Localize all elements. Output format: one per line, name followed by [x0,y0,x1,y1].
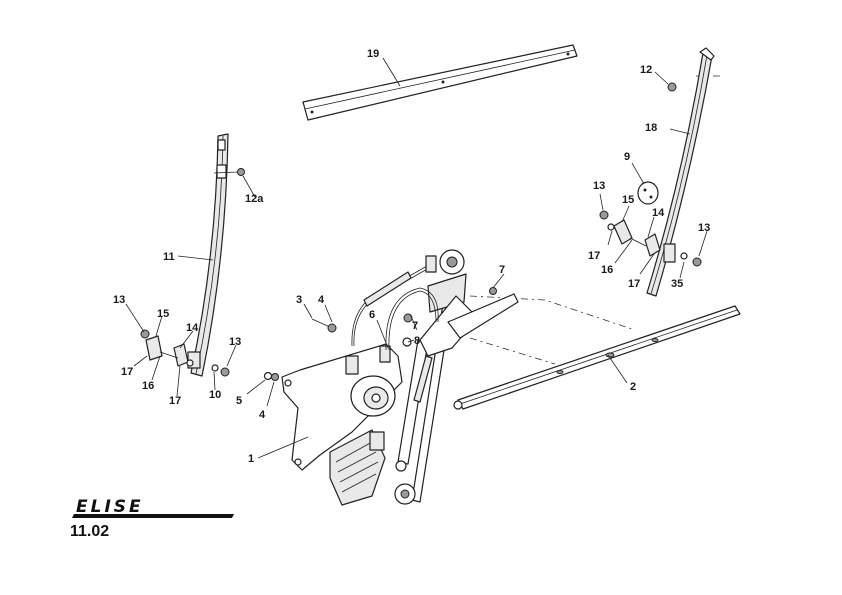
brand-wordmark: ELISE [76,497,144,517]
label-17: 17 [628,278,640,290]
small-hardware [263,287,497,381]
label-13: 13 [113,294,125,306]
label-19: 19 [367,48,379,60]
label-1: 1 [248,453,254,465]
label-4: 4 [318,294,325,306]
label-18: 18 [645,122,657,134]
label-12: 12 [640,64,652,76]
label-13: 13 [698,222,710,234]
alignment-line [469,337,556,365]
label-11: 11 [163,251,175,263]
label-15: 15 [622,194,634,206]
label-7: 7 [499,264,505,276]
label-35: 35 [671,278,683,290]
label-3: 3 [296,294,302,306]
label-10: 10 [209,389,221,401]
label-16: 16 [601,264,613,276]
label-13: 13 [229,336,241,348]
label-16: 16 [142,380,154,392]
label-9: 9 [624,151,630,163]
brand-logo: ELISE [72,497,234,518]
label-4: 4 [259,409,266,421]
part-18-right-channel [646,47,715,297]
label-17: 17 [169,395,181,407]
label-2: 2 [630,381,636,393]
label-14: 14 [652,207,665,219]
left-bracket-cluster [140,168,245,377]
label-17: 17 [588,250,600,262]
right-bracket-cluster [599,82,702,267]
label-13: 13 [593,180,605,192]
label-8: 8 [414,335,420,347]
label-15: 15 [157,308,169,320]
alignment-line [469,295,636,331]
label-6: 6 [369,309,375,321]
leader-lines [125,57,708,459]
label-12a: 12a [245,193,264,205]
regulator-mechanism [351,249,519,505]
page-code: 11.02 [70,523,110,540]
label-14: 14 [186,322,199,334]
label-17: 17 [121,366,133,378]
part-2-lower-rail [453,305,741,410]
part-labels: 19 12 18 9 13 15 14 13 17 16 17 35 7 2 1… [113,48,710,465]
motor-assembly [329,345,396,506]
part-9-spacer-disc [637,181,659,205]
part-11-left-channel [187,133,229,377]
label-5: 5 [236,395,242,407]
part-19-top-seal [302,44,578,121]
label-7: 7 [412,320,418,332]
